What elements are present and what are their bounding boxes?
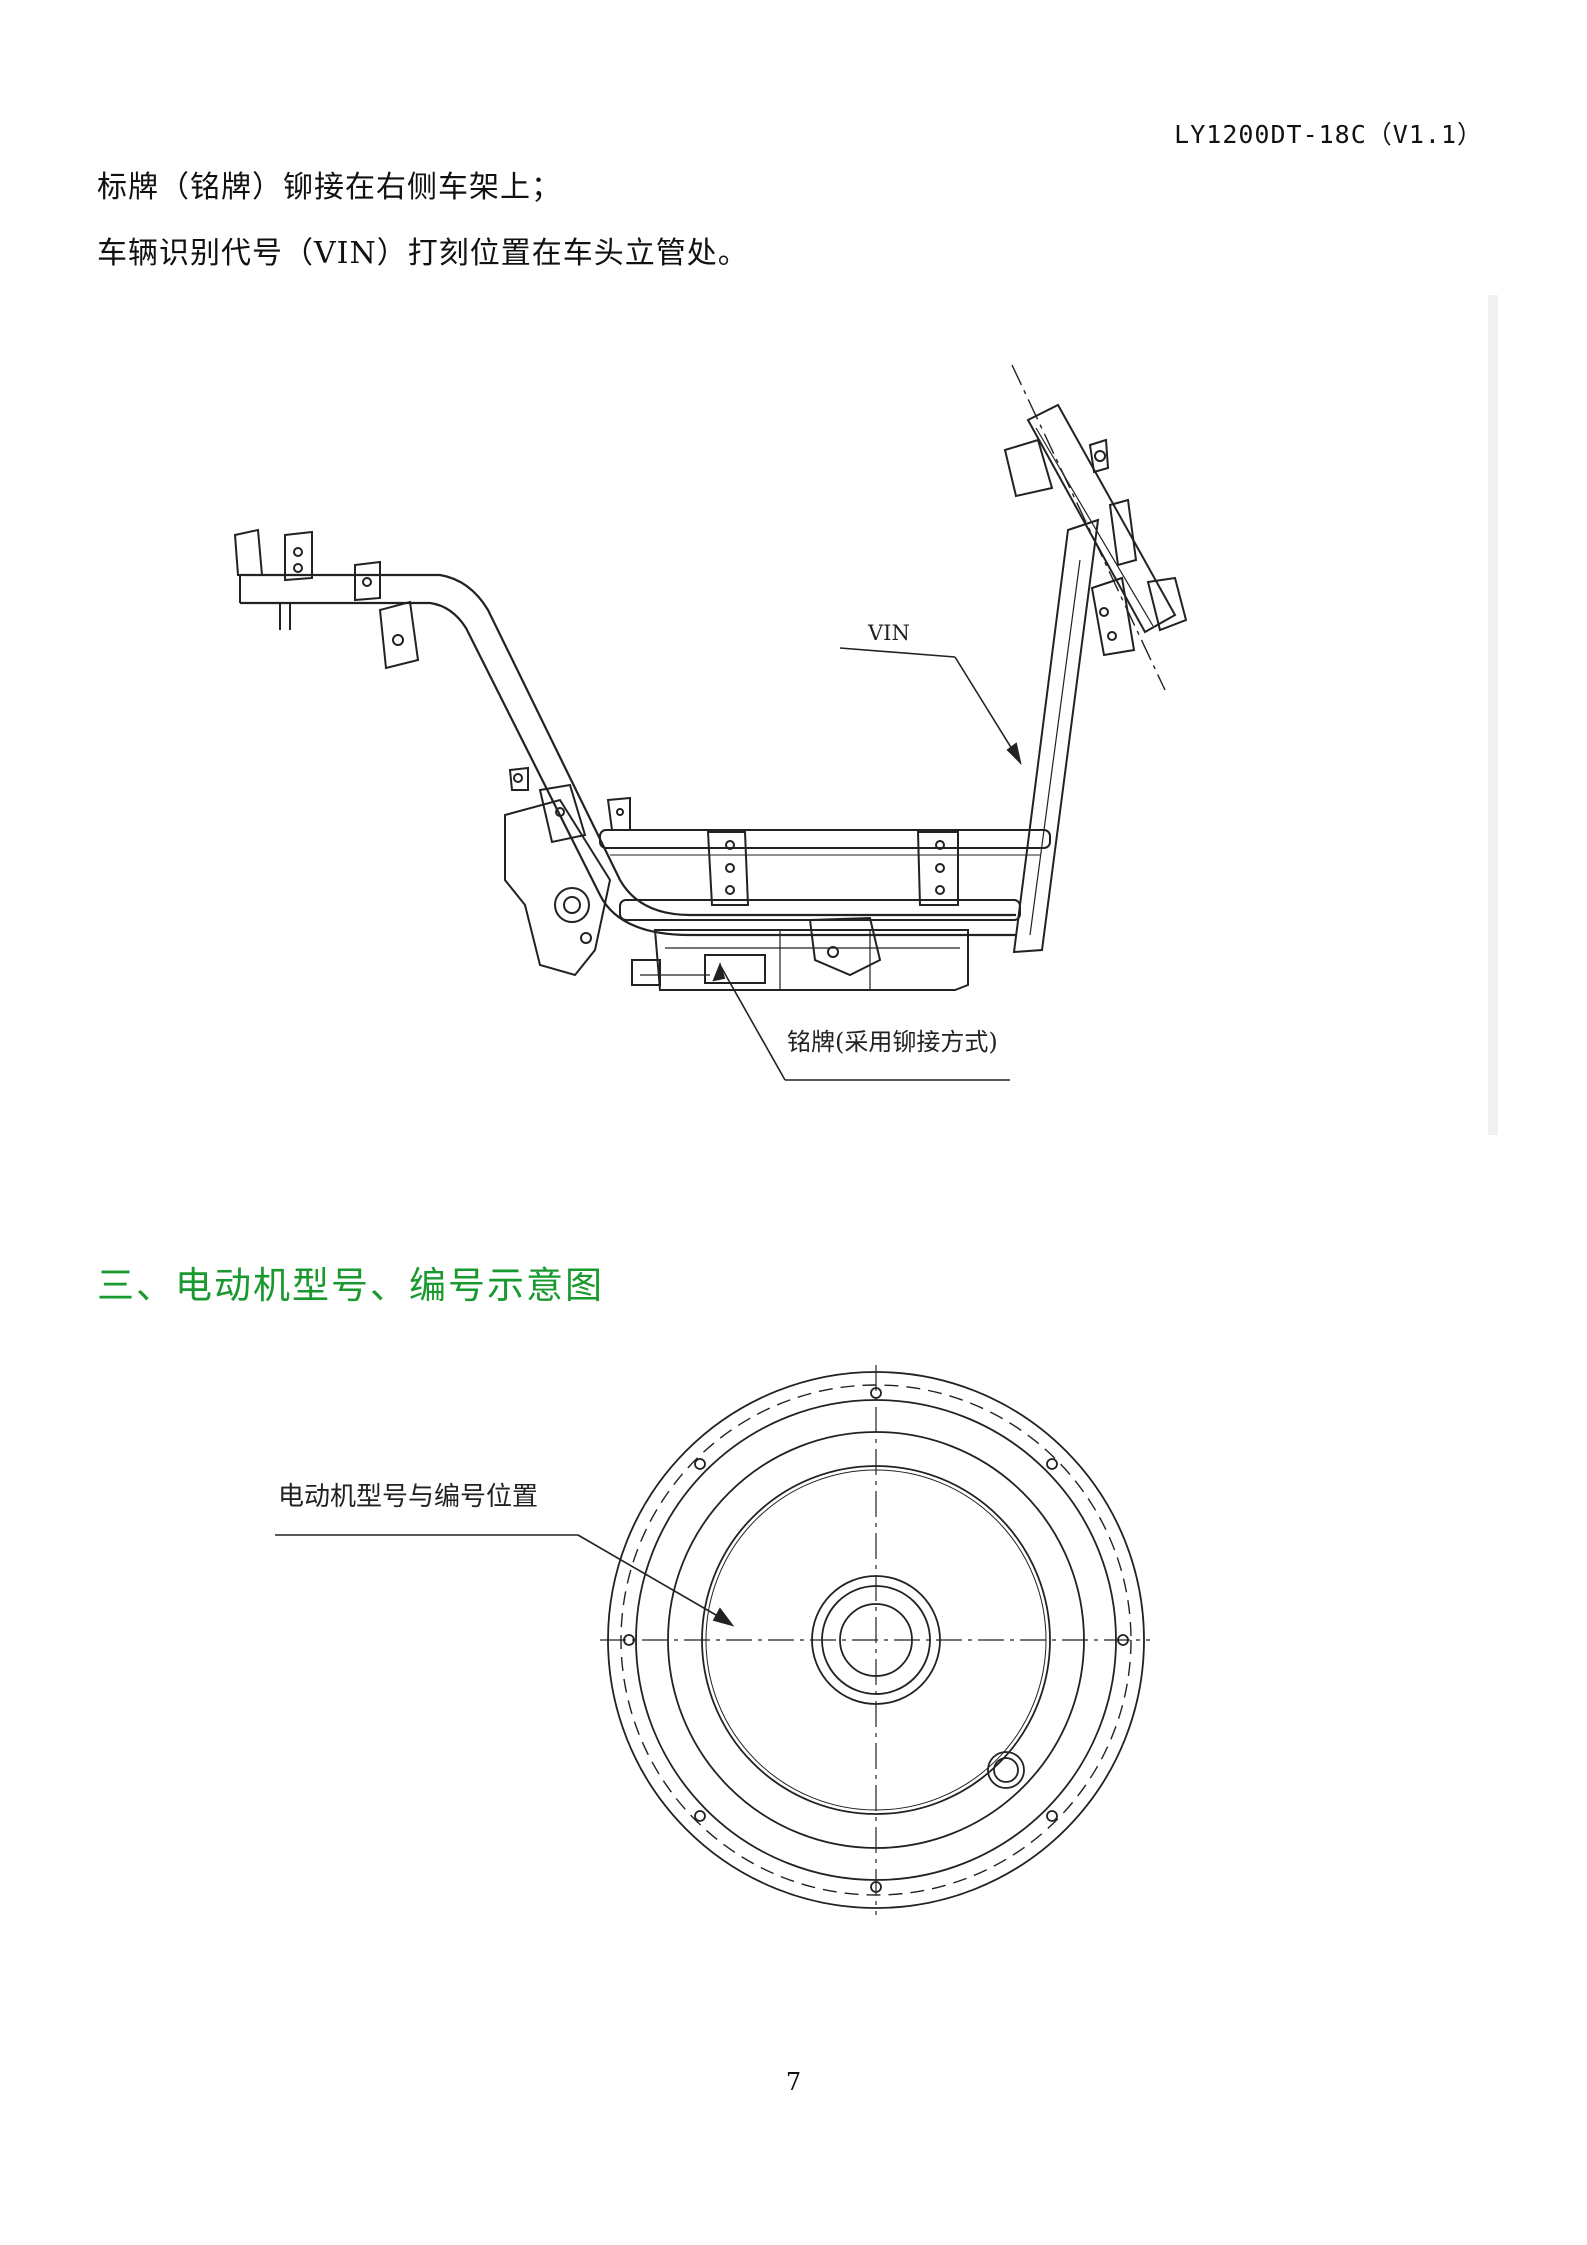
page-number: 7 <box>785 2068 802 2096</box>
paragraph-vin: 车辆识别代号（VIN）打刻位置在车头立管处。 <box>97 236 749 271</box>
nameplate-label: 铭牌(采用铆接方式) <box>787 1028 998 1056</box>
section-heading: 三、电动机型号、编号示意图 <box>97 1264 604 1307</box>
frame-diagram: VIN 铭牌(采用铆接方式) <box>233 364 1188 1081</box>
vin-label: VIN <box>867 621 910 645</box>
paragraph-nameplate: 标牌（铭牌）铆接在右侧车架上； <box>97 170 562 205</box>
scan-edge-strip <box>1488 295 1498 1135</box>
motor-number-position-label: 电动机型号与编号位置 <box>278 1482 538 1512</box>
motor-diagram: 电动机型号与编号位置 <box>275 1365 1150 1915</box>
document-header-code: LY1200DT-18C（V1.1） <box>1174 120 1483 149</box>
